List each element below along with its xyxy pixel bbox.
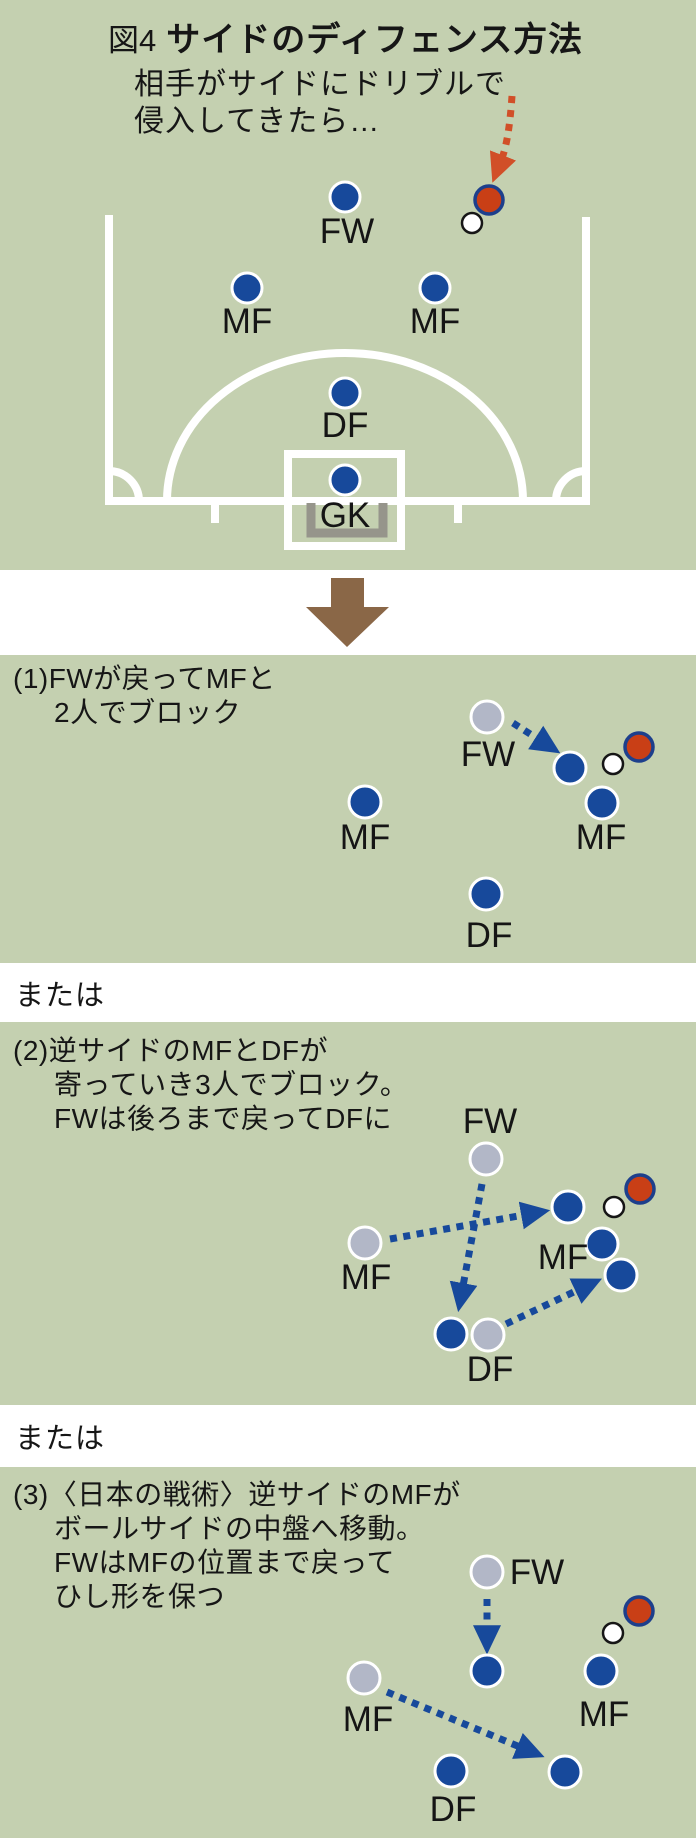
section1-caption: (1)FWが戻ってMFと 2人でブロック	[13, 662, 276, 730]
or-label: または	[15, 979, 106, 1012]
section2-caption: (2)逆サイドのMFとDFが 寄っていき3人でブロック。 FWは後ろまで戻ってD…	[13, 1034, 408, 1136]
section3-caption: (3)〈日本の戦術〉逆サイドのMFが ボールサイドの中盤へ移動。 FWはMFの位…	[13, 1478, 461, 1614]
caption-line: ボールサイドの中盤へ移動。	[54, 1513, 425, 1544]
label-gk: GK	[320, 496, 371, 535]
player-dot-mf-origin	[346, 1660, 382, 1696]
caption-line: FWはMFの位置まで戻って	[54, 1547, 396, 1578]
intro-line-2: 侵入してきたら…	[134, 105, 381, 138]
caption-line: (1)FWが戻ってMFと	[13, 663, 276, 694]
scene-top: FW MF MF DF GK	[222, 95, 517, 535]
opponent-dot	[623, 1595, 655, 1627]
ball-icon	[601, 752, 625, 776]
corner-arc-left	[108, 467, 143, 502]
player-dot-df	[433, 1753, 469, 1789]
scene-option1: FW MF MF DF	[340, 699, 655, 955]
player-dot-fw-dropped	[433, 1316, 469, 1352]
player-dot-fw-origin	[468, 1141, 504, 1177]
mf-shift-arrow	[389, 1201, 551, 1243]
intro-line-1: 相手がサイドにドリブルで	[134, 68, 506, 101]
player-dot-mf-left	[347, 784, 383, 820]
player-dot-mf-left	[230, 271, 264, 305]
opponent-dot	[623, 731, 655, 763]
goal-area-box	[284, 450, 405, 550]
player-dot-fw-moved	[469, 1653, 505, 1689]
label-df: DF	[322, 406, 369, 445]
opponent-dribble-arrow	[489, 95, 517, 183]
label-mf-right: MF	[576, 818, 627, 857]
caption-line: (2)逆サイドのMFとDFが	[13, 1035, 328, 1066]
player-dot-mf-right	[418, 271, 452, 305]
player-dot-mf-moved	[547, 1754, 583, 1790]
down-arrow-shape	[306, 578, 389, 647]
caption-line: 寄っていき3人でブロック。	[54, 1069, 409, 1100]
label-df: DF	[430, 1790, 477, 1829]
player-dot-df	[468, 876, 504, 912]
ball-icon	[602, 1195, 626, 1219]
player-dot-df-origin	[470, 1317, 506, 1353]
player-dot-mf-moved	[550, 1189, 586, 1225]
intro-text: 相手がサイドにドリブルで 侵入してきたら…	[134, 66, 506, 140]
label-fw: FW	[320, 212, 374, 251]
opponent-dot	[624, 1173, 656, 1205]
corner-arc-right	[552, 467, 587, 502]
scene-option2: FW MF MF DF	[341, 1102, 656, 1389]
label-mf-right: MF	[410, 302, 461, 341]
divider-band-or-2: または	[0, 1405, 696, 1467]
player-dot-fw	[328, 180, 362, 214]
label-mf-left: MF	[343, 1700, 394, 1739]
goal-frame	[306, 503, 388, 538]
player-dot-mf-right	[583, 1653, 619, 1689]
player-dot-fw-moved	[552, 750, 588, 786]
title-text: サイドのディフェンス方法	[166, 21, 584, 59]
label-mf-left: MF	[222, 302, 273, 341]
down-arrow-icon	[306, 578, 389, 647]
opponent-dot	[473, 184, 505, 216]
label-fw: FW	[461, 735, 515, 774]
label-df: DF	[467, 1350, 514, 1389]
fw-drop-arrow	[449, 1183, 486, 1313]
label-mf-right: MF	[538, 1238, 589, 1277]
label-fw: FW	[463, 1102, 517, 1141]
penalty-arc	[163, 349, 527, 502]
mf-diagonal-arrow	[385, 1688, 545, 1759]
label-mf-left: MF	[340, 818, 391, 857]
caption-line: 2人でブロック	[54, 697, 242, 728]
player-dot-fw-origin	[469, 699, 505, 735]
divider-band-or-1: または	[0, 963, 696, 1022]
caption-line: FWは後ろまで戻ってDFに	[54, 1103, 392, 1134]
player-dot-df-moved	[603, 1257, 639, 1293]
label-mf-left: MF	[341, 1258, 392, 1297]
pitch-lines	[105, 215, 590, 550]
or-label: または	[15, 1423, 106, 1455]
player-dot-df	[328, 376, 362, 410]
page-title: 図4 サイドのディフェンス方法	[108, 12, 583, 61]
scene-option3: FW MF MF DF	[343, 1553, 655, 1829]
player-dot-gk	[328, 463, 362, 497]
player-dot-mf-origin	[347, 1225, 383, 1261]
divider-band-arrow	[0, 570, 696, 655]
fw-move-arrow	[511, 720, 561, 754]
player-dot-mf-right	[584, 785, 620, 821]
df-push-arrow	[504, 1278, 603, 1328]
player-dot-fw-origin	[469, 1554, 505, 1590]
label-mf-right: MF	[579, 1695, 630, 1734]
caption-line: (3)〈日本の戦術〉逆サイドのMFが	[13, 1479, 461, 1510]
figure-number: 図4	[108, 23, 157, 58]
player-dot-mf-right	[584, 1226, 620, 1262]
ball-icon	[601, 1621, 625, 1645]
caption-line: ひし形を保つ	[54, 1581, 226, 1612]
label-fw: FW	[510, 1553, 564, 1592]
label-df: DF	[466, 916, 513, 955]
ball-icon	[460, 211, 484, 235]
